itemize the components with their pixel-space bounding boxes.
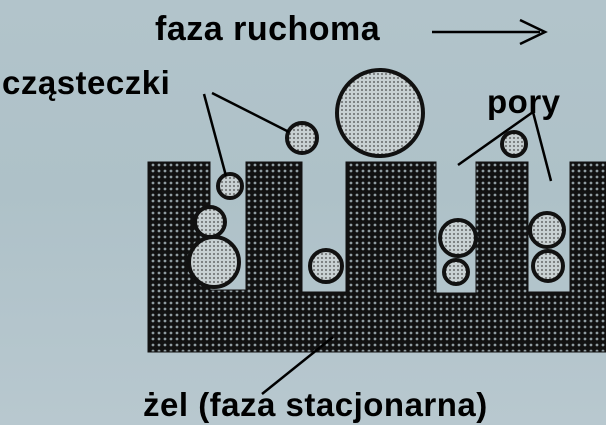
particle	[287, 123, 317, 153]
particle	[310, 250, 342, 282]
particle	[444, 260, 468, 284]
particle	[530, 213, 564, 247]
particle	[218, 174, 242, 198]
mobile-phase-label: faza ruchoma	[155, 12, 380, 46]
particle	[189, 237, 239, 287]
particle	[502, 132, 526, 156]
pores-leader-right	[533, 112, 551, 181]
particles-leader-to-upper	[212, 93, 289, 132]
pores-label: pory	[487, 85, 561, 118]
particle	[533, 251, 563, 281]
particles-label: cząsteczki	[2, 66, 170, 99]
particle	[440, 220, 476, 256]
arrow-right-icon	[432, 20, 545, 44]
large-particle	[337, 70, 423, 156]
particle	[195, 207, 225, 237]
gel-label: żel (faza stacjonarna)	[143, 388, 488, 421]
